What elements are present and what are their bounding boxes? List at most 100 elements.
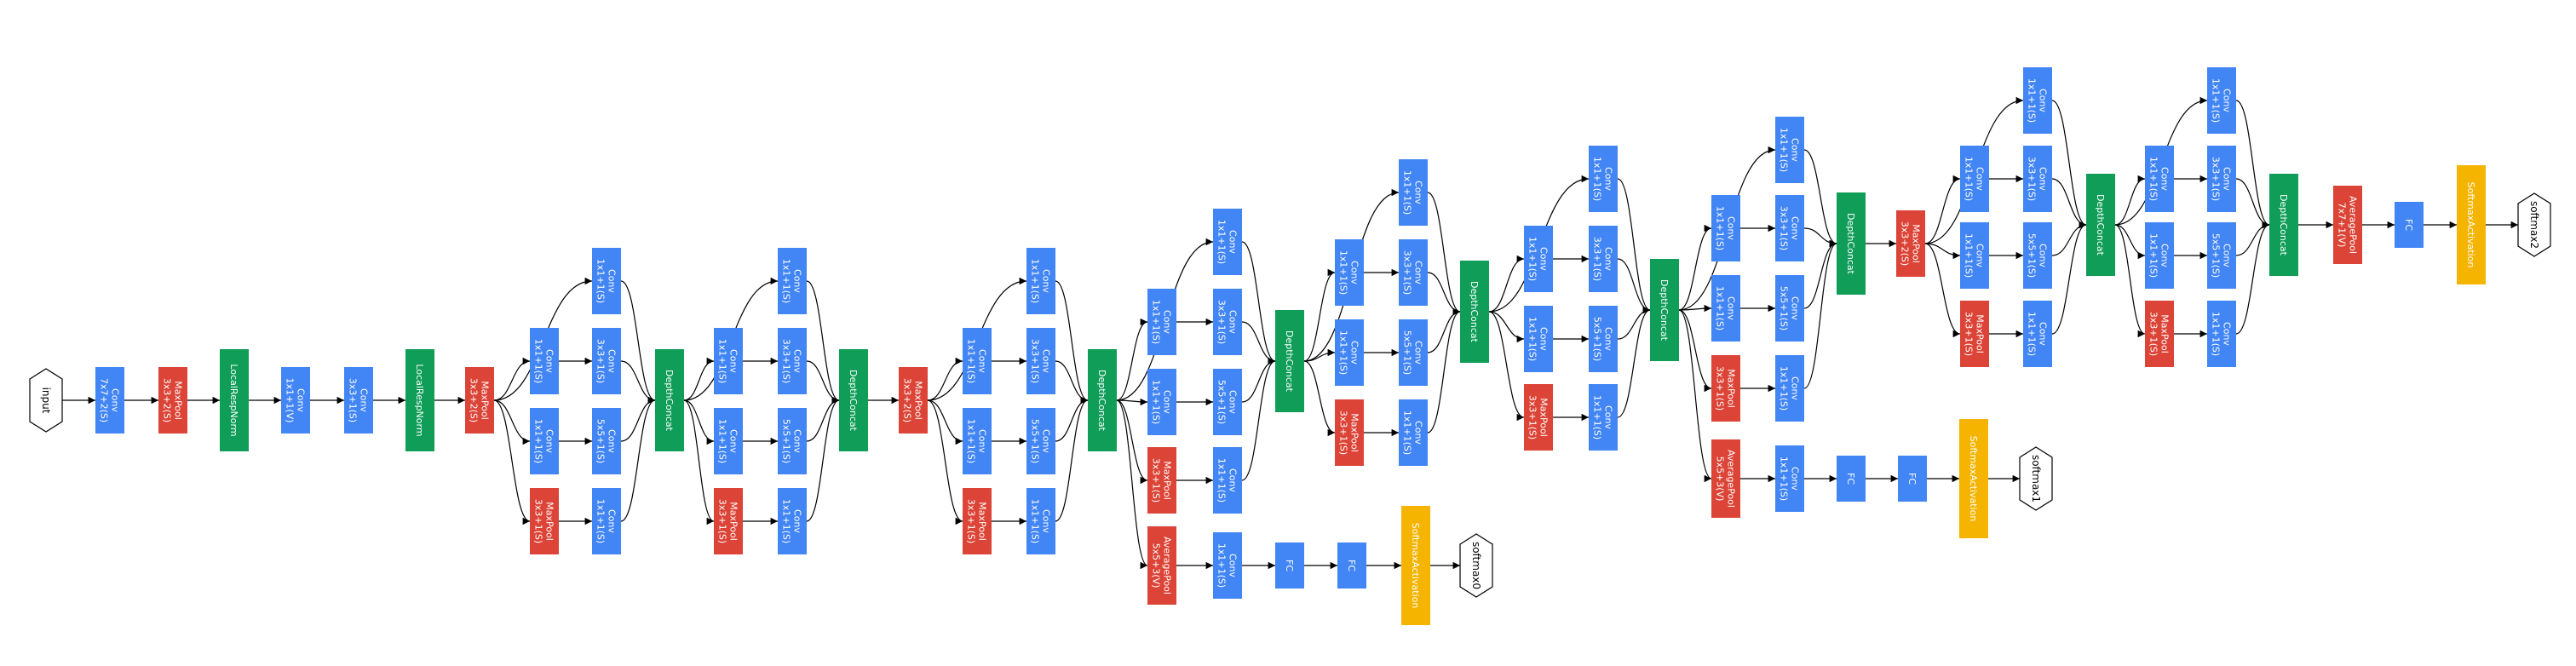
node-dc4: DepthConcat bbox=[1275, 310, 1304, 412]
node-e_r3-line-1: 1x1+1(S) bbox=[1338, 330, 1349, 375]
node-dc2: DepthConcat bbox=[839, 349, 868, 451]
node-i_r2-box bbox=[2207, 146, 2236, 212]
node-g_r3-label: Conv1x1+1(S) bbox=[1715, 286, 1737, 330]
node-dc9: DepthConcat bbox=[2269, 174, 2298, 276]
edge-e_r2-to-dc5 bbox=[1427, 272, 1461, 316]
edges-layer bbox=[62, 96, 2518, 570]
node-lrn1-line-0: LocalRespNorm bbox=[228, 364, 239, 436]
edge-mp4-to-h_mp bbox=[1924, 243, 1961, 338]
node-e_mp-box bbox=[1335, 399, 1364, 466]
node-softmax2-shape bbox=[2517, 192, 2551, 257]
node-aux1_conv-line-1: 1x1+1(S) bbox=[1779, 456, 1790, 501]
node-f_r5-box bbox=[1589, 384, 1618, 451]
edge-dc1-to-b_r3 bbox=[683, 399, 715, 445]
node-e_r2: Conv3x3+1(S) bbox=[1399, 239, 1428, 306]
node-c_r1-label: Conv1x1+1(S) bbox=[966, 339, 988, 383]
node-c_r4-box bbox=[1026, 408, 1055, 474]
node-c_r2: Conv3x3+1(S) bbox=[1026, 328, 1055, 394]
node-a_mp-line-1: 3x3+1(S) bbox=[533, 499, 544, 543]
node-g_r1-label: Conv1x1+1(S) bbox=[1715, 206, 1737, 250]
node-c_mp-line-1: 3x3+1(S) bbox=[966, 499, 977, 543]
node-a_r5-line-1: 1x1+1(S) bbox=[595, 499, 607, 543]
node-conv3-line-0: Conv bbox=[359, 388, 370, 412]
edge-mp4-to-h_r1 bbox=[1924, 175, 1961, 244]
node-f_r1: Conv1x1+1(S) bbox=[1524, 226, 1553, 292]
node-g_r5-line-1: 1x1+1(S) bbox=[1779, 366, 1790, 411]
node-final_sm-line-0: SoftmaxActivation bbox=[2465, 182, 2476, 268]
edge-dc8-to-i_r1 bbox=[2114, 175, 2146, 226]
node-aux1_ap-line-0: AveragePool bbox=[1726, 450, 1737, 508]
edge-b_r2-to-dc2 bbox=[806, 360, 840, 405]
node-a_r1: Conv1x1+1(S) bbox=[530, 328, 559, 394]
node-dc5-label: DepthConcat bbox=[1469, 281, 1480, 343]
node-dc4-box bbox=[1275, 310, 1304, 412]
node-b_r2-line-1: 3x3+1(S) bbox=[781, 339, 792, 383]
node-g_r3-box bbox=[1711, 275, 1740, 342]
node-e_top-box bbox=[1399, 159, 1428, 226]
node-softmax1: softmax1 bbox=[2019, 446, 2053, 511]
node-conv2-box bbox=[281, 367, 310, 433]
node-f_r5-line-0: Conv bbox=[1603, 405, 1614, 429]
node-h_top-label: Conv1x1+1(S) bbox=[2027, 78, 2049, 123]
node-b_r2-label: Conv3x3+1(S) bbox=[781, 339, 803, 383]
node-softmax0-line-0: softmax0 bbox=[1470, 542, 1482, 589]
node-c_r1-line-1: 1x1+1(S) bbox=[966, 339, 977, 383]
node-aux1_fc2-box bbox=[1898, 456, 1927, 502]
node-d_r4-line-0: Conv bbox=[1228, 390, 1239, 414]
node-h_r3: Conv1x1+1(S) bbox=[1960, 222, 1989, 289]
edge-dc6-to-g_mp bbox=[1678, 309, 1712, 393]
node-e_r5: Conv1x1+1(S) bbox=[1399, 399, 1428, 466]
node-h_r4-line-1: 5x5+1(S) bbox=[2027, 233, 2038, 278]
node-i_r4-line-0: Conv bbox=[2222, 244, 2233, 267]
node-dc6: DepthConcat bbox=[1650, 259, 1679, 361]
node-aux0_conv-box bbox=[1213, 532, 1242, 599]
edge-dc1-to-b_mp bbox=[683, 399, 715, 525]
node-e_mp-label: MaxPool3x3+1(S) bbox=[1338, 411, 1360, 455]
node-a_top: Conv1x1+1(S) bbox=[592, 248, 621, 314]
edge-dc4-to-e_r1 bbox=[1303, 268, 1336, 362]
node-softmax0-shape bbox=[1459, 533, 1493, 598]
node-c_r2-label: Conv3x3+1(S) bbox=[1030, 339, 1052, 383]
node-f_mp-box bbox=[1524, 384, 1553, 451]
node-f_top-box bbox=[1589, 146, 1618, 212]
node-i_top-label: Conv1x1+1(S) bbox=[2211, 78, 2233, 123]
node-aux0_conv-line-0: Conv bbox=[1228, 554, 1239, 577]
node-a_r5: Conv1x1+1(S) bbox=[592, 488, 621, 554]
node-mp4-line-1: 3x3+2(S) bbox=[1900, 221, 1911, 266]
node-f_r3-line-0: Conv bbox=[1538, 327, 1550, 351]
node-final_ap-line-1: 7x7+1(V) bbox=[2337, 203, 2348, 248]
node-aux0_fc1-label: FC bbox=[1284, 560, 1295, 571]
node-i_mp-line-0: MaxPool bbox=[2159, 314, 2171, 353]
node-dc6-label: DepthConcat bbox=[1659, 279, 1670, 342]
edge-h_top-to-dc8 bbox=[2051, 100, 2087, 229]
node-b_mp-box bbox=[714, 488, 743, 554]
node-i_r3-line-1: 1x1+1(S) bbox=[2148, 233, 2159, 278]
node-aux0_fc2-line-0: FC bbox=[1346, 560, 1357, 571]
node-mp2-line-1: 3x3+2(S) bbox=[469, 378, 480, 422]
node-e_r3-box bbox=[1335, 319, 1364, 386]
node-d_r3-line-0: Conv bbox=[1162, 390, 1173, 414]
node-aux0_conv-line-1: 1x1+1(S) bbox=[1216, 543, 1228, 588]
node-input-line-0: input bbox=[40, 388, 52, 414]
node-h_r2-line-0: Conv bbox=[2038, 167, 2049, 191]
node-h_r4-box bbox=[2023, 222, 2052, 289]
node-d_r5-line-1: 1x1+1(S) bbox=[1216, 458, 1228, 502]
node-dc9-box bbox=[2269, 174, 2298, 276]
node-h_r2-label: Conv3x3+1(S) bbox=[2027, 157, 2049, 201]
node-b_r4-label: Conv5x5+1(S) bbox=[781, 419, 803, 463]
node-mp4-box bbox=[1896, 210, 1925, 277]
node-c_r4-line-0: Conv bbox=[1041, 429, 1052, 453]
node-softmax2: softmax2 bbox=[2517, 192, 2551, 257]
node-aux1_fc1-box bbox=[1837, 456, 1866, 502]
node-c_mp: MaxPool3x3+1(S) bbox=[963, 488, 992, 554]
node-h_mp-box bbox=[1960, 301, 1989, 367]
edge-dc5-to-f_mp bbox=[1488, 311, 1525, 422]
edge-dc3-to-aux0_ap bbox=[1116, 399, 1148, 570]
node-e_r1-line-1: 1x1+1(S) bbox=[1338, 250, 1349, 295]
node-h_r4-line-0: Conv bbox=[2038, 244, 2049, 267]
node-h_r1-line-0: Conv bbox=[1975, 167, 1986, 191]
node-f_r3: Conv1x1+1(S) bbox=[1524, 306, 1553, 372]
node-e_r2-label: Conv3x3+1(S) bbox=[1402, 250, 1424, 295]
edge-c_r4-to-dc3 bbox=[1055, 396, 1089, 442]
node-dc9-label: DepthConcat bbox=[2278, 194, 2289, 256]
